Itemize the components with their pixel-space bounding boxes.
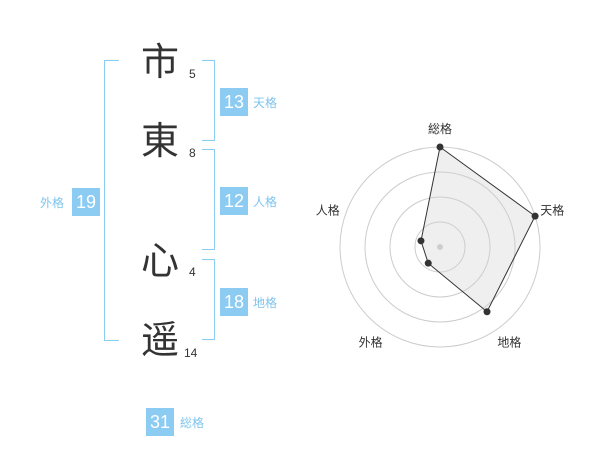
radar-point-0	[436, 143, 444, 151]
jinkaku-value: 12	[220, 187, 248, 215]
radar-axis-label-0: 総格	[428, 121, 452, 136]
jinkaku-bracket	[202, 149, 215, 250]
jinkaku-label: 人格	[253, 195, 278, 209]
radar-point-2	[483, 308, 491, 316]
gaikaku-bracket	[104, 60, 119, 341]
chikaku-value: 18	[220, 288, 248, 316]
radar-ring-3	[364, 171, 516, 323]
radar-axis-label-4: 人格	[316, 203, 340, 218]
radar-axis-label-3: 外格	[359, 335, 383, 350]
radar-axis-label-2: 地格	[497, 335, 521, 350]
radar-axis-label-1: 天格	[540, 203, 564, 218]
radar-ring-2	[389, 196, 491, 298]
stroke-count-2: 8	[189, 146, 196, 160]
radar-series-polygon	[420, 146, 536, 313]
name-char-4: 遥	[140, 318, 179, 362]
stroke-count-4: 14	[184, 346, 198, 360]
soukaku-value: 31	[146, 408, 174, 436]
name-char-1: 市	[140, 40, 179, 84]
tenkaku-value: 13	[220, 88, 248, 116]
gaikaku-label: 外格	[40, 196, 65, 210]
radar-point-3	[424, 259, 432, 267]
chikaku-label: 地格	[253, 296, 278, 310]
radar-point-1	[531, 212, 539, 220]
tenkaku-label: 天格	[253, 96, 278, 110]
radar-ring-1	[414, 221, 466, 273]
name-char-2: 東	[140, 119, 179, 163]
tenkaku-bracket	[202, 60, 215, 141]
gaikaku-value: 19	[72, 188, 100, 216]
soukaku-label: 総格	[180, 416, 205, 430]
radar-center-dot	[437, 244, 443, 250]
name-char-3: 心	[140, 239, 179, 283]
stroke-count-1: 5	[189, 67, 196, 81]
chikaku-bracket	[202, 259, 215, 340]
stroke-count-3: 4	[189, 265, 196, 279]
radar-point-4	[417, 237, 425, 245]
